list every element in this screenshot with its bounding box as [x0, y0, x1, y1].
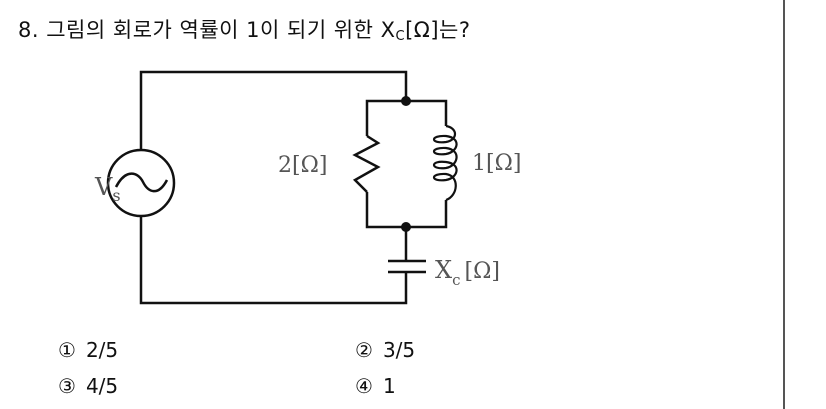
inductor-label: 1[Ω]: [472, 151, 521, 176]
ac-source-icon: [106, 148, 176, 218]
capacitor-label: Xc[Ω]: [435, 256, 500, 289]
choice-1[interactable]: ① 2/5: [58, 338, 118, 362]
resistor-label: 2[Ω]: [278, 153, 327, 178]
choice-number: ①: [58, 338, 76, 362]
choice-value: 1: [382, 374, 396, 398]
junction-top: [401, 96, 411, 106]
choice-number: ④: [355, 374, 373, 398]
inductor-icon: [432, 124, 458, 202]
question-text: 8. 그림의 회로가 역률이 1이 되기 위한 XC[Ω]는?: [18, 14, 471, 44]
choice-2[interactable]: ② 3/5: [355, 338, 415, 362]
question-unit: [Ω]는?: [405, 18, 471, 42]
junction-bottom: [401, 222, 411, 232]
question-body: 그림의 회로가 역률이 1이 되기 위한 X: [46, 18, 396, 42]
source-label: Vs: [94, 173, 121, 205]
resistor-icon: [352, 134, 381, 193]
choice-3[interactable]: ③ 4/5: [58, 374, 118, 398]
question-subscript: C: [395, 29, 406, 44]
choice-value: 4/5: [85, 374, 119, 398]
choice-number: ③: [58, 374, 76, 398]
choice-number: ②: [355, 338, 373, 362]
choice-value: 3/5: [382, 338, 416, 362]
choice-value: 2/5: [85, 338, 119, 362]
question-number: 8.: [18, 18, 40, 42]
page-divider: [783, 0, 785, 409]
